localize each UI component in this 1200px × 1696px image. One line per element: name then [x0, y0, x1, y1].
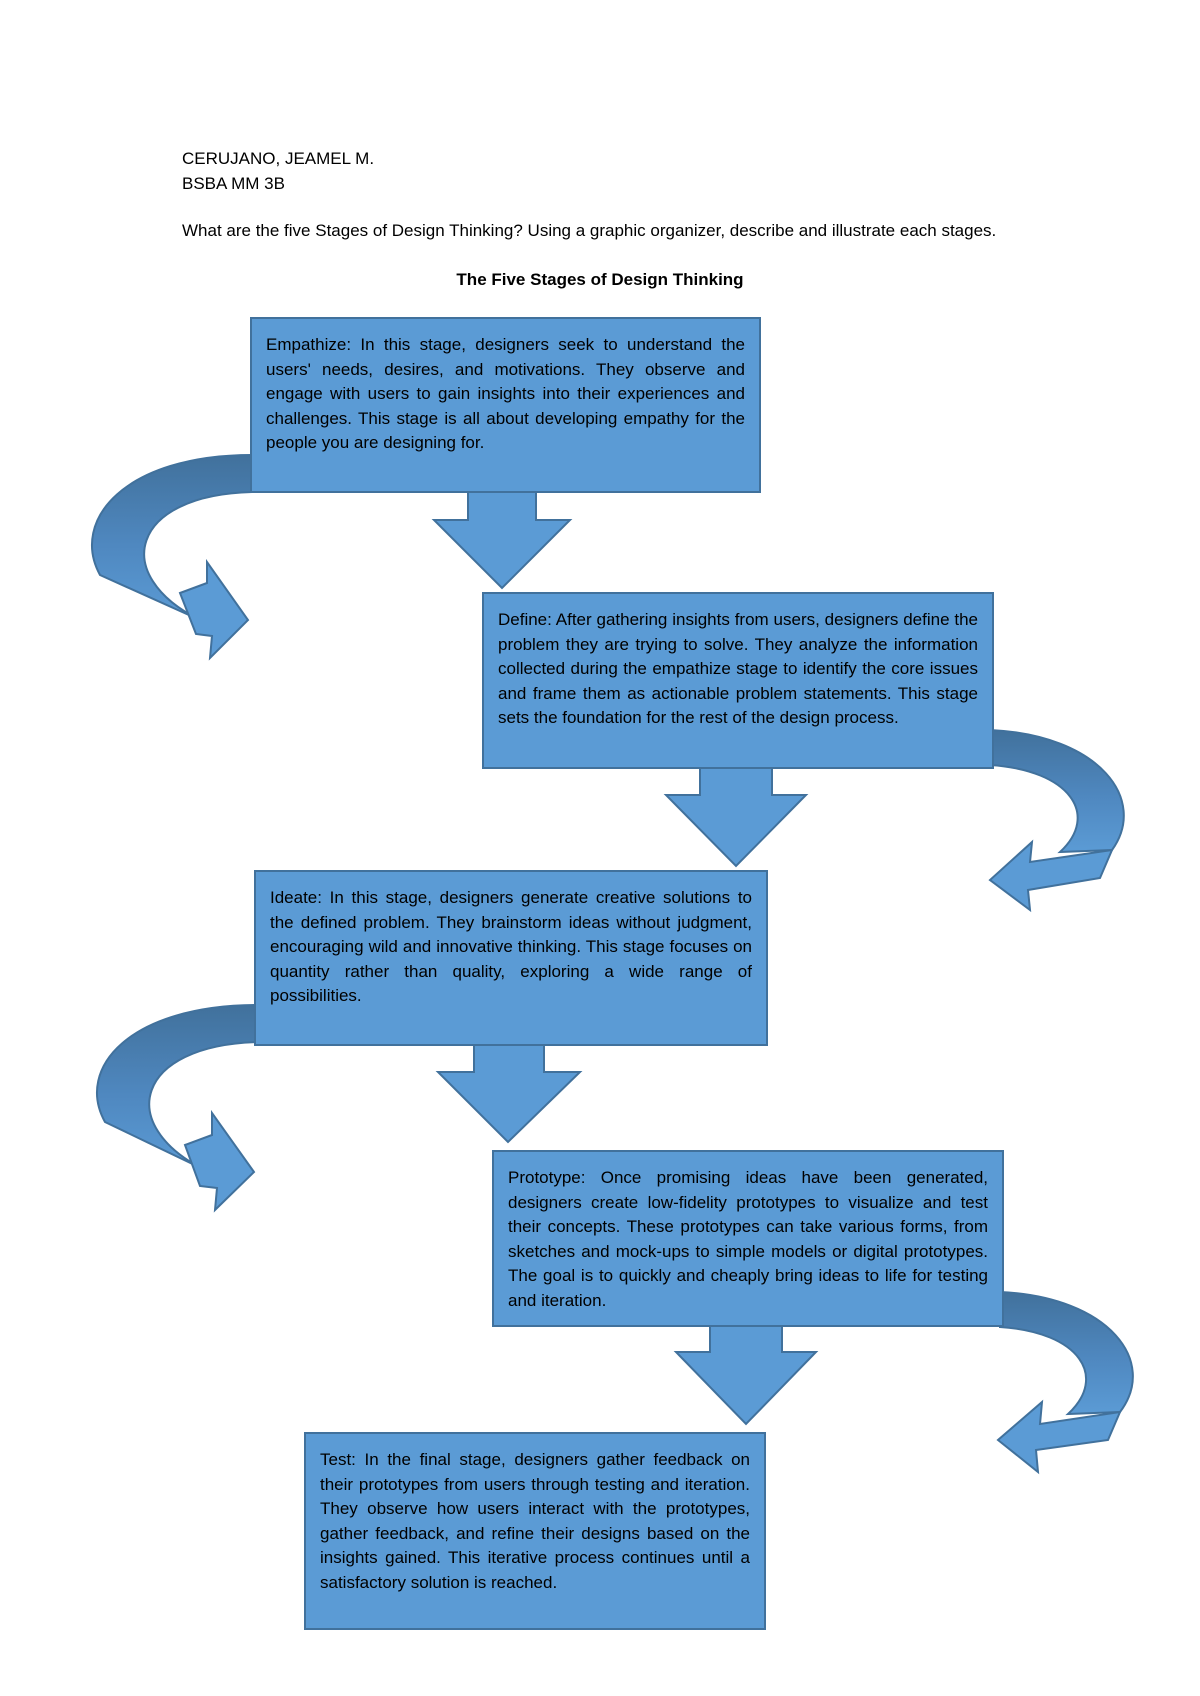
stage-empathize-box: Empathize: In this stage, designers seek…	[250, 317, 761, 493]
stage-ideate-box: Ideate: In this stage, designers generat…	[254, 870, 768, 1046]
curved-arrow-left-1	[90, 453, 253, 661]
down-arrow-1	[431, 491, 573, 590]
stage-define-box: Define: After gathering insights from us…	[482, 592, 994, 769]
curved-arrow-left-3	[95, 1003, 259, 1213]
curved-arrow-right-4	[996, 1290, 1134, 1475]
down-arrow-3	[435, 1044, 583, 1144]
course-section: BSBA MM 3B	[182, 174, 285, 193]
stage-test-box: Test: In the final stage, designers gath…	[304, 1432, 766, 1630]
page-title: The Five Stages of Design Thinking	[456, 270, 744, 289]
student-name: CERUJANO, JEAMEL M.	[182, 149, 375, 168]
question-text: What are the five Stages of Design Think…	[182, 221, 997, 240]
stage-define-text: Define: After gathering insights from us…	[498, 610, 978, 727]
down-arrow-4	[673, 1325, 819, 1426]
down-arrow-2	[663, 767, 809, 868]
stage-empathize-text: Empathize: In this stage, designers seek…	[266, 335, 745, 452]
curved-arrow-right-2	[988, 728, 1125, 913]
stage-ideate-text: Ideate: In this stage, designers generat…	[270, 888, 752, 1005]
stage-test-text: Test: In the final stage, designers gath…	[320, 1450, 750, 1592]
stage-prototype-box: Prototype: Once promising ideas have bee…	[492, 1150, 1004, 1327]
stage-prototype-text: Prototype: Once promising ideas have bee…	[508, 1168, 988, 1310]
